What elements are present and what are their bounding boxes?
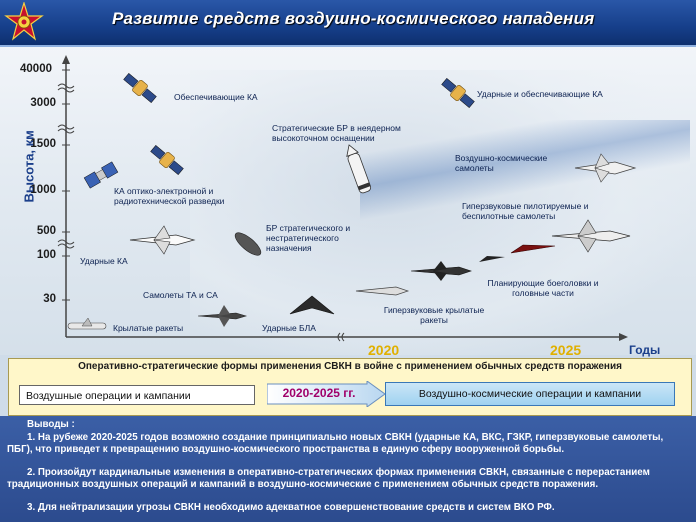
- item-label: Ударные БЛА: [262, 323, 316, 333]
- warhead-icon: [234, 232, 262, 256]
- y-axis: [57, 55, 75, 337]
- forms-panel: Оперативно-стратегические формы применен…: [8, 358, 692, 416]
- gliding-warhead-icon: [510, 244, 556, 254]
- item-label: Воздушно-космические самолеты: [455, 153, 548, 173]
- fighter-jet-icon: [197, 305, 248, 327]
- strike-spacecraft-icon: [129, 225, 196, 255]
- item-label: КА оптико-электронной и радиотехнической…: [114, 186, 225, 206]
- y-tick-label: 3000: [30, 97, 56, 109]
- aerospace-operations-box: Воздушно-космические операции и кампании: [385, 382, 675, 406]
- satellite-icon: [441, 78, 475, 108]
- flag-stripe: [360, 120, 690, 230]
- item-label: Стратегические БР в неядерном высокоточн…: [272, 123, 401, 143]
- x-axis-title: Годы: [629, 343, 661, 357]
- recon-satellite-icon: [83, 161, 119, 189]
- hypersonic-drone-icon: [410, 261, 472, 281]
- period-arrow: 2020-2025 гг.: [266, 380, 386, 408]
- item-label: Планирующие боеголовки и головные части: [487, 278, 599, 298]
- x-axis: [66, 332, 628, 342]
- item-label: Обеспечивающие КА: [174, 92, 258, 102]
- conclusion-2: 2. Произойдут кардинальные изменения в о…: [7, 467, 650, 490]
- chart-canvas: [57, 55, 637, 342]
- item-label: Гиперзвуковые крылатые ракеты: [383, 305, 485, 325]
- title-bar: Развитие средств воздушно-космического н…: [0, 0, 696, 47]
- satellite-icon: [150, 145, 184, 175]
- item-label: БР стратегического и нестратегического н…: [266, 223, 351, 253]
- x-tick-label: 2020: [368, 342, 400, 358]
- y-tick-label: 500: [36, 225, 56, 237]
- aerospace-plane-icon: [574, 153, 637, 183]
- item-label: Ударные КА: [80, 256, 128, 266]
- cruise-missile-icon: [67, 317, 107, 330]
- gliding-warhead-icon: [479, 256, 505, 262]
- hypersonic-cruise-missile-icon: [355, 286, 410, 296]
- period-label: 2020-2025 гг.: [282, 386, 356, 400]
- conclusion-1: 1. На рубеже 2020-2025 годов возможно со…: [7, 432, 664, 455]
- item-label: Ударные и обеспечивающие КА: [477, 89, 603, 99]
- y-tick-label: 30: [43, 293, 56, 305]
- conclusion-3: 3. Для нейтрализации угрозы СВКН необход…: [27, 502, 555, 513]
- y-tick-label: 40000: [20, 63, 52, 75]
- flag-background: [190, 70, 690, 360]
- emblem-icon: [4, 2, 44, 41]
- item-label: Самолеты ТА и СА: [143, 290, 218, 300]
- conclusions-heading: Выводы :: [27, 419, 75, 430]
- item-label: Гиперзвуковые пилотируемые и беспилотные…: [462, 201, 589, 221]
- y-tick-label: 100: [36, 249, 56, 261]
- y-tick-label: 1500: [30, 138, 56, 150]
- strike-uav-icon: [289, 295, 335, 315]
- arrow-right-icon: [266, 380, 386, 408]
- page-title: Развитие средств воздушно-космического н…: [112, 9, 595, 28]
- item-label: Крылатые ракеты: [113, 323, 184, 333]
- x-tick-label: 2025: [550, 342, 582, 358]
- hypersonic-plane-icon: [551, 219, 631, 253]
- ballistic-missile-icon: [346, 144, 372, 194]
- satellite-icon: [123, 73, 157, 103]
- panel-heading: Оперативно-стратегические формы применен…: [78, 361, 622, 372]
- y-tick-label: 1000: [30, 184, 56, 196]
- conclusions-section: Выводы : 1. На рубеже 2020-2025 годов во…: [0, 416, 696, 522]
- air-operations-box: Воздушные операции и кампании: [19, 385, 255, 405]
